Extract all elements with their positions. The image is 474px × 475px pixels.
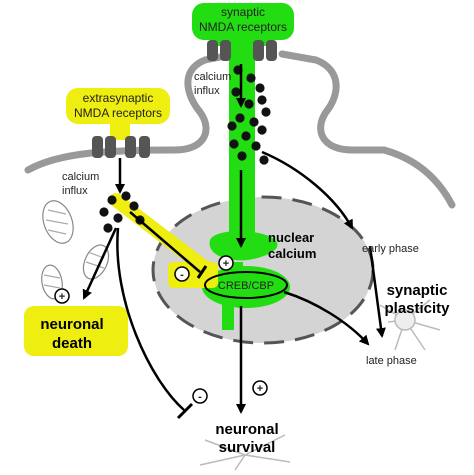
inhibit-to-neuronal-survival-bar — [176, 402, 194, 420]
neuronal-death-label-line2: death — [52, 335, 92, 352]
calcium-ion-dot — [229, 139, 239, 149]
calcium-ion-dot — [246, 73, 256, 83]
plus-sign-death-icon — [54, 288, 70, 304]
minus-creb-text: - — [180, 269, 184, 281]
calcium-ion-dot — [261, 107, 271, 117]
calcium-ion-dot — [107, 195, 117, 205]
calcium-ion-dot — [259, 155, 269, 165]
late-phase-label: late phase — [366, 355, 417, 367]
synaptic-nmda-label-line1: synaptic — [221, 5, 265, 19]
calcium-ion-dot — [257, 125, 267, 135]
early-phase-label: early phase — [362, 243, 419, 255]
calcium-influx-synaptic-line2: influx — [194, 85, 220, 97]
calcium-ion-dot — [103, 223, 113, 233]
synaptic-plasticity-label-line1: synaptic — [387, 282, 448, 299]
calcium-influx-extrasynaptic-line2: influx — [62, 185, 88, 197]
synaptic-nmda-label-line2: NMDA receptors — [199, 20, 287, 34]
nuclear-calcium-label-line2: calcium — [268, 246, 316, 261]
cell-membrane — [24, 50, 456, 209]
synaptic-receptor-channels — [207, 40, 277, 61]
calcium-ion-dot — [231, 87, 241, 97]
minus-sign-creb-icon — [174, 266, 190, 282]
plus-nucleus-text: + — [223, 258, 229, 270]
pathway-arrows — [82, 64, 386, 420]
calcium-ions-synaptic — [227, 65, 271, 165]
arrow-to-neuronal-death — [82, 227, 118, 300]
calcium-ion-dot — [241, 131, 251, 141]
neuronal-survival-label-line2: survival — [219, 439, 276, 456]
neuron-right-icon — [379, 299, 441, 351]
neuron-bottom-icon — [199, 434, 291, 471]
neuronal-death-label-line1: neuronal — [40, 316, 103, 333]
synaptic-plasticity-label-line2: plasticity — [384, 300, 450, 317]
calcium-ion-dot — [257, 95, 267, 105]
extrasynaptic-nmda-label-line2: NMDA receptors — [74, 106, 162, 120]
inhibit-to-neuronal-survival — [116, 227, 185, 411]
plus-survival-text: + — [257, 383, 263, 395]
nuclear-calcium-label-line1: nuclear — [268, 230, 314, 245]
calcium-influx-extrasynaptic-line1: calcium — [62, 171, 99, 183]
calcium-ion-dot — [121, 191, 131, 201]
inhibit-extrasynaptic-to-creb — [129, 211, 201, 273]
creb-cbp-label: CREB/CBP — [218, 280, 274, 292]
creb-cbp-complex — [204, 271, 288, 299]
text-labels: synaptic NMDA receptors extrasynaptic NM… — [40, 5, 450, 456]
calcium-influx-synaptic-line1: calcium — [194, 71, 231, 83]
calcium-ion-dot — [235, 113, 245, 123]
minus-sign-survival-icon — [192, 388, 208, 404]
inhibit-extrasynaptic-to-creb-bar — [196, 265, 208, 279]
extrasynaptic-receptor-channels — [92, 136, 150, 158]
plus-sign-survival-icon — [252, 380, 268, 396]
calcium-ion-dot — [255, 83, 265, 93]
calcium-ion-dot — [249, 117, 259, 127]
calcium-ion-dot — [129, 201, 139, 211]
calcium-ion-dot — [99, 207, 109, 217]
calcium-ion-dot — [251, 141, 261, 151]
plus-sign-nucleus-icon — [218, 255, 234, 271]
calcium-ion-dot — [244, 99, 254, 109]
neuronal-survival-label-line1: neuronal — [215, 421, 278, 438]
calcium-ion-dot — [227, 121, 237, 131]
sign-markers: + - + - + — [54, 255, 268, 404]
extrasynaptic-nmda-label-line1: extrasynaptic — [83, 91, 154, 105]
plus-death-text: + — [59, 291, 65, 303]
calcium-ion-dot — [113, 213, 123, 223]
arrow-to-late-phase — [283, 290, 370, 346]
arrow-to-synaptic-plasticity — [368, 245, 386, 338]
calcium-ion-dot — [237, 151, 247, 161]
minus-survival-text: - — [198, 391, 202, 403]
arrow-to-early-phase — [261, 150, 354, 230]
